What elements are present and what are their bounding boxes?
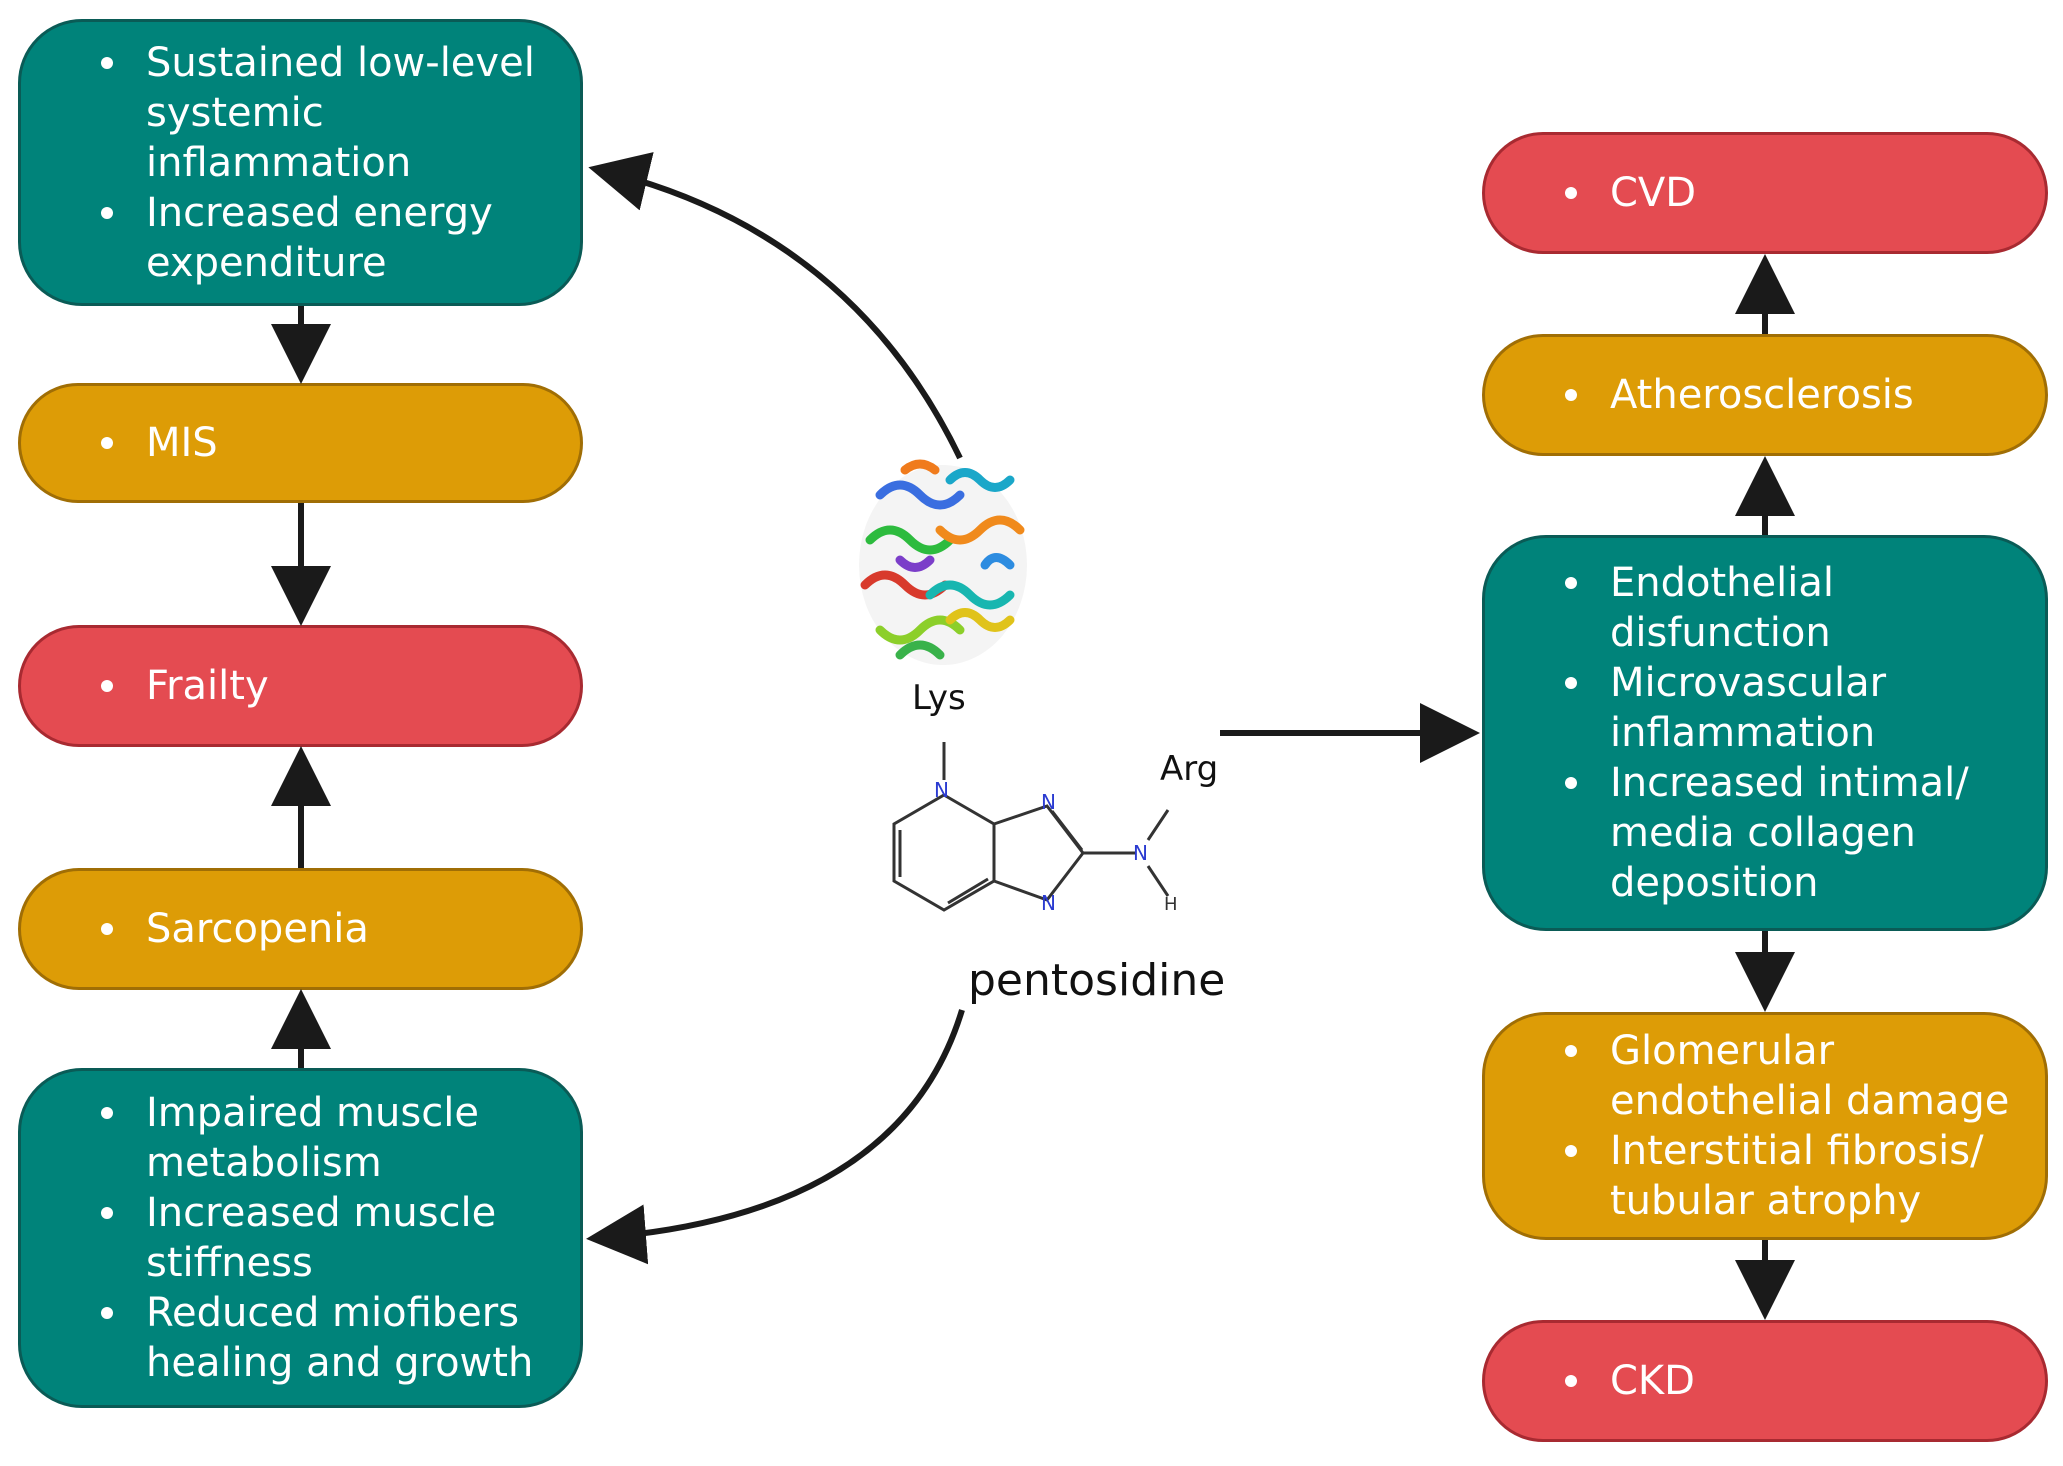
list-item: Endothelial disfunction [1565, 558, 2045, 658]
list-item: MIS [101, 420, 218, 466]
box-systemic-inflammation: Sustained low-level systemic inflammatio… [18, 19, 583, 306]
ring-nitrogen-label: N [934, 778, 949, 802]
box-ckd: CKD [1482, 1320, 2048, 1442]
lys-label: Lys [912, 678, 966, 718]
box-frailty: Frailty [18, 625, 583, 747]
box-atherosclerosis: Atherosclerosis [1482, 334, 2048, 456]
arrow-pentosidine-to-muscle [586, 1009, 965, 1265]
box-muscle-effects: Impaired muscle metabolism Increased mus… [18, 1068, 583, 1408]
box-cvd: CVD [1482, 132, 2048, 254]
pentosidine-structure [892, 742, 1170, 912]
list-item: Atherosclerosis [1565, 372, 1914, 418]
arg-label: Arg [1160, 749, 1219, 789]
list-item: Increased muscle stiffness [101, 1188, 580, 1288]
box-sarcopenia: Sarcopenia [18, 868, 583, 990]
hydrogen-label: H [1164, 894, 1178, 915]
list-item: Sustained low-level systemic inflammatio… [101, 38, 580, 188]
imidazole-nitrogen-bottom-label: N [1041, 891, 1056, 915]
list-item: CKD [1565, 1358, 1695, 1404]
list-item: Interstitial fibrosis/ tubular atrophy [1565, 1126, 2045, 1226]
inflammation-list: Sustained low-level systemic inflammatio… [21, 38, 580, 288]
list-item: Impaired muscle metabolism [101, 1088, 580, 1188]
list-item: Increased energy expenditure [101, 188, 580, 288]
box-glomerular: Glomerular endothelial damage Interstiti… [1482, 1012, 2048, 1240]
arrow-pentosidine-to-inflammation [588, 152, 963, 460]
imidazole-nitrogen-top-label: N [1041, 790, 1056, 814]
list-item: Frailty [101, 663, 269, 709]
amine-nitrogen-label: N [1133, 841, 1148, 865]
molecule-name: pentosidine [968, 955, 1226, 1006]
list-item: Glomerular endothelial damage [1565, 1026, 2045, 1126]
list-item: Reduced miofibers healing and growth [101, 1288, 580, 1388]
box-mis: MIS [18, 383, 583, 503]
protein-ribbon-icon [859, 459, 1027, 665]
list-item: Sarcopenia [101, 906, 369, 952]
list-item: CVD [1564, 170, 1697, 216]
list-item: Microvascular inflammation [1565, 658, 2045, 758]
list-item: Increased intimal/ media collagen deposi… [1565, 758, 2045, 908]
box-endothelial: Endothelial disfunction Microvascular in… [1482, 535, 2048, 931]
